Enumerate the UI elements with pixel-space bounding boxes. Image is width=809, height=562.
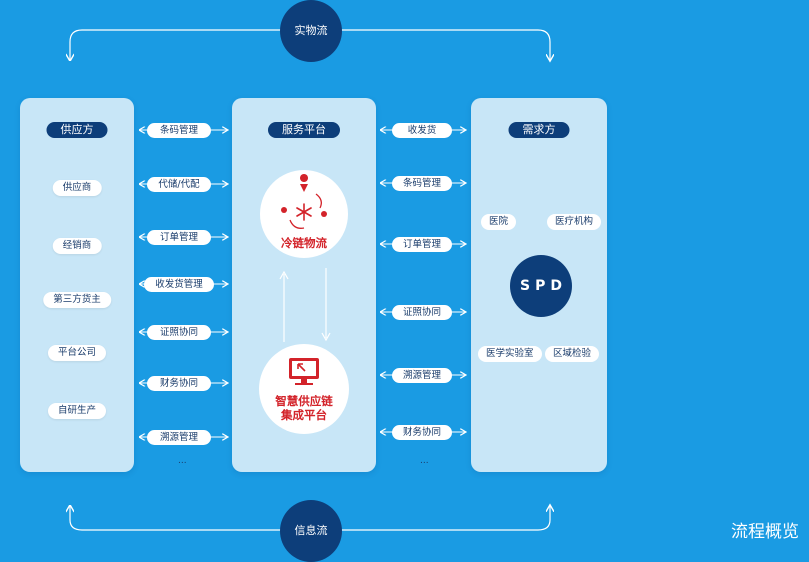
bottom-flow-arrow-right (340, 506, 550, 531)
right-connector: 溯源管理 (392, 368, 452, 383)
left-ellipsis: ... (178, 456, 187, 466)
monitor-icon (289, 358, 319, 385)
supplier-item: 第三方货主 (43, 292, 111, 308)
left-connector: 订单管理 (147, 230, 211, 245)
bottom-flow-arrow (70, 506, 282, 531)
service-platform-panel: 服务平台 冷链物流 (232, 98, 376, 472)
platform-circle: 智慧供应链 集成平台 (259, 344, 349, 434)
demand-panel-title: 需求方 (508, 122, 570, 138)
platform-label-line1: 智慧供应链 (275, 394, 333, 408)
left-connector: 溯源管理 (147, 430, 211, 445)
left-connector: 代储/代配 (147, 177, 211, 192)
demand-item-lab: 医学实验室 (478, 346, 542, 362)
left-connector: 财务协同 (147, 376, 211, 391)
spd-badge: SPD (510, 255, 572, 317)
platform-label-line2: 集成平台 (281, 408, 327, 422)
demand-item-hospital: 医院 (481, 214, 517, 230)
platform-vertical-arrows (279, 268, 331, 342)
left-connector: 条码管理 (147, 123, 211, 138)
right-connector: 证照协同 (392, 305, 452, 320)
supplier-panel-title: 供应方 (46, 122, 108, 138)
information-flow-badge: 信息流 (280, 500, 342, 562)
left-connector: 收发货管理 (144, 277, 214, 292)
supplier-item: 自研生产 (47, 403, 107, 419)
cold-chain-icon (281, 174, 327, 229)
right-connector: 财务协同 (392, 425, 452, 440)
physical-flow-badge: 实物流 (280, 0, 342, 62)
top-flow-arrow-right (340, 29, 550, 60)
demand-item-regional-testing: 区域检验 (545, 346, 600, 362)
right-connector: 收发货 (392, 123, 452, 138)
supplier-panel: 供应方 供应商 经销商 第三方货主 平台公司 自研生产 (20, 98, 134, 472)
right-connector: 订单管理 (392, 237, 452, 252)
supplier-item: 平台公司 (47, 345, 107, 361)
cold-chain-circle: 冷链物流 (260, 170, 348, 258)
right-connector: 条码管理 (392, 176, 452, 191)
service-platform-title: 服务平台 (268, 122, 340, 138)
right-ellipsis: ... (420, 456, 429, 466)
supplier-item: 经销商 (52, 238, 102, 254)
demand-item-medical-institution: 医疗机构 (547, 214, 602, 230)
process-overview-label: 流程概览 (731, 522, 799, 542)
cold-chain-label: 冷链物流 (281, 236, 327, 250)
supplier-item: 供应商 (52, 180, 102, 196)
top-flow-arrow (70, 29, 282, 60)
left-connector: 证照协同 (147, 325, 211, 340)
